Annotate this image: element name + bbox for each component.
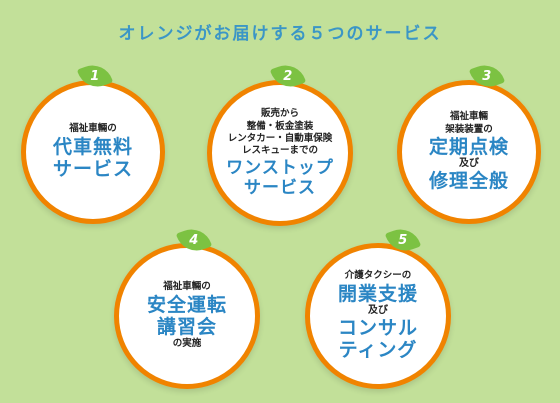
leaf-number-4: 4 xyxy=(189,232,199,248)
service-circle-5: 介護タクシーの 開業支援 及び コンサル ティング xyxy=(305,243,451,389)
leaf-number-5: 5 xyxy=(398,232,408,248)
service-2-line-2: 整備・板金塗装 xyxy=(246,120,314,132)
leaf-number-2: 2 xyxy=(283,68,293,84)
service-5-line-2: 開業支援 xyxy=(337,282,418,305)
service-2-line-1: 販売から xyxy=(260,108,299,120)
service-5-line-1: 介護タクシーの xyxy=(344,270,412,282)
service-3-line-5: 修理全般 xyxy=(428,170,509,193)
service-3-line-1: 福祉車輛 xyxy=(449,111,488,123)
service-2-line-3: レンタカー・自動車保険 xyxy=(227,132,333,144)
service-5-line-4: コンサル xyxy=(337,316,418,339)
service-1-line-1: 福祉車輛の xyxy=(69,123,117,135)
service-circle-4: 福祉車輛の 安全運転 講習会 の実施 xyxy=(114,243,260,389)
service-2-line-5: ワンストップ xyxy=(226,157,334,178)
service-5-line-3: 及び xyxy=(368,304,388,316)
service-4-line-3: 講習会 xyxy=(156,316,217,338)
service-3-line-4: 及び xyxy=(459,158,479,170)
service-4-line-2: 安全運転 xyxy=(146,293,227,316)
service-4-line-1: 福祉車輛の xyxy=(163,281,211,293)
service-3-line-3: 定期点検 xyxy=(428,135,509,158)
leaf-number-1: 1 xyxy=(90,68,100,84)
leaf-number-3: 3 xyxy=(482,68,492,84)
service-5-line-5: ティング xyxy=(338,339,418,362)
service-1-line-2: 代車無料 xyxy=(52,135,133,158)
service-2-line-4: レスキューまでの xyxy=(241,145,318,157)
service-4-line-4: の実施 xyxy=(172,338,202,350)
service-3-line-2: 架装装置の xyxy=(445,123,493,135)
service-circle-3: 福祉車輛 架装装置の 定期点検 及び 修理全般 xyxy=(397,80,541,224)
service-circle-1: 福祉車輛の 代車無料 サービス xyxy=(21,80,165,224)
service-2-line-6: サービス xyxy=(244,177,316,198)
page-title: オレンジがお届けする５つのサービス xyxy=(118,24,442,44)
service-circle-2: 販売から 整備・板金塗装 レンタカー・自動車保険 レスキューまでの ワンストップ… xyxy=(207,80,353,226)
service-1-line-3: サービス xyxy=(52,158,133,181)
